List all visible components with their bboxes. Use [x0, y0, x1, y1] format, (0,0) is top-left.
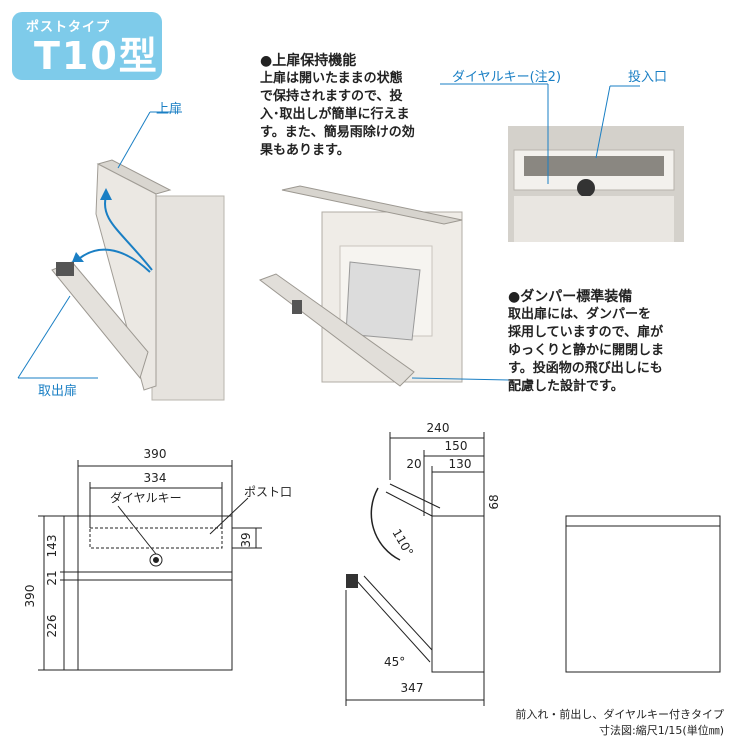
dim-depth-20: 20: [406, 457, 421, 471]
dim-height-top: 143: [45, 535, 59, 558]
feature-title: ●上扉保持機能: [260, 53, 357, 69]
angle-top-label: 110°: [389, 527, 416, 559]
feature-line: 取出扉には、ダンパーを: [508, 307, 652, 322]
feature-line: 入･取出しが簡単に行えま: [260, 107, 410, 122]
feature-line: す。また、簡易雨除けの効: [260, 125, 415, 140]
mailbox-open-illustration: [51, 159, 225, 401]
dim-width-total: 390: [144, 447, 167, 461]
badge-title: T10型: [34, 34, 159, 78]
dial-key-label: ダイヤルキー(注2): [452, 70, 562, 85]
dimension-drawings: 390 334 ダイヤルキー ポスト口 390 143 21 226 39 24…: [23, 421, 721, 706]
front-view: [38, 460, 262, 671]
caption-type: 前入れ・前出し、ダイヤルキー付きタイプ: [515, 708, 724, 721]
front-slot-label: ポスト口: [244, 485, 292, 499]
badge-subtitle: ポストタイプ: [26, 20, 111, 35]
side-view: [345, 432, 485, 706]
upper-door-label: 上扉: [156, 102, 183, 117]
feature-title: ●ダンパー標準装備: [508, 289, 633, 305]
dim-depth-total: 240: [427, 421, 450, 435]
dim-height-68: 68: [487, 494, 501, 509]
feature-damper: ●ダンパー標準装備 取出扉には、ダンパーを 採用していますので、扉が ゆっくりと…: [508, 286, 748, 396]
dim-slot-height: 39: [239, 532, 253, 547]
dim-depth-150: 150: [445, 439, 468, 453]
mailbox-newspaper-illustration: [258, 185, 463, 387]
closeup-illustration: [508, 126, 684, 242]
front-dial-label: ダイヤルキー: [110, 490, 182, 505]
dim-open-depth: 347: [401, 681, 424, 695]
feature-line: ゆっくりと静かに開閉しま: [508, 343, 665, 358]
dim-width-inner: 334: [144, 471, 167, 485]
takeout-door-label: 取出扉: [38, 384, 78, 399]
feature-line: で保持されますので、投: [260, 89, 403, 104]
feature-line: 採用していますので、扉が: [508, 325, 664, 340]
dim-depth-130: 130: [449, 457, 472, 471]
angle-bottom-label: 45°: [384, 655, 405, 669]
feature-line: 上扉は開いたままの状態: [260, 71, 403, 86]
caption-scale: 寸法図:縮尺1/15(単位㎜): [599, 724, 724, 737]
product-illustrations: [17, 83, 684, 401]
dim-height-bottom: 226: [45, 615, 59, 638]
dim-height-mid: 21: [45, 570, 59, 585]
feature-upper-door: ●上扉保持機能 上扉は開いたままの状態 で保持されますので、投 入･取出しが簡単…: [260, 50, 500, 160]
feature-line: 配慮した設計です。: [508, 379, 624, 394]
slot-label: 投入口: [628, 70, 668, 85]
dim-height-total: 390: [23, 585, 37, 608]
type-badge: ポストタイプ T10型: [12, 12, 162, 80]
feature-line: す。投函物の飛び出しにも: [508, 361, 663, 376]
feature-line: 果もあります。: [260, 143, 350, 158]
back-view: [565, 515, 721, 673]
